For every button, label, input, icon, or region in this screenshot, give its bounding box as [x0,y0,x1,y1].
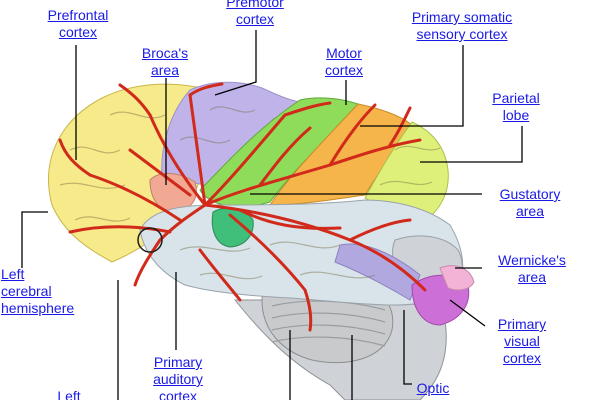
label-primary-somatic-sensory-cortex-line: Primary somatic [411,9,513,25]
label-left-bottom-line: Left [57,388,81,400]
gyrus-fold [109,111,166,119]
artery-origin-ring [137,227,163,253]
artery-branch [303,288,313,332]
leader-line [360,45,464,127]
leader-line [214,30,257,96]
label-primary-auditory-cortex-line: Primary [153,354,203,370]
artery-branch [158,203,207,242]
label-prefrontal-cortex-line: cortex [58,24,98,40]
artery-branch [128,148,192,197]
label-primary-visual-cortex-line: Primary [497,316,547,332]
label-primary-auditory-cortex-line: auditory [153,371,203,387]
artery-branch [228,213,307,292]
visual-cortex-highlight [439,265,475,291]
label-left-cerebral-hemisphere-line: hemisphere [1,300,75,316]
label-motor-cortex-line: cortex [324,62,364,78]
leader-lines [21,30,523,400]
artery-branch [68,225,172,234]
artery-branch [118,83,152,117]
gyrus-fold [69,146,121,154]
artery-branch [328,103,377,167]
gyrus-fold [209,106,256,113]
gyrus-fold [379,180,433,186]
brain-regions [48,81,475,400]
artery-branch [198,248,242,302]
artery-branch [238,208,342,230]
label-premotor-cortex-line: Premotor [226,0,284,10]
leader-line [420,126,523,163]
label-left-cerebral-hemisphere-line: Left [1,266,25,282]
artery-branch [188,82,224,97]
leader-line [449,299,486,327]
artery-branch [388,106,412,147]
artery-branch [203,113,287,207]
artery-branch [88,173,182,222]
label-gustatory-area-line: area [515,203,545,219]
label-left-cerebral-hemisphere-line: cerebral [1,283,52,299]
cerebellum-fold [271,336,386,347]
gyrus-fold [179,246,251,252]
label-primary-somatic-sensory-cortex-line: sensory cortex [416,26,508,42]
somatic-sensory-region [269,103,413,206]
label-wernickes-area-line: Wernicke's [498,252,566,268]
cerebellum-fold [271,324,386,335]
gyrus-fold [299,271,376,279]
label-optic[interactable]: Optic [408,380,458,397]
artery-network [58,82,427,332]
label-prefrontal-cortex-line: Prefrontal [47,7,109,23]
gyrus-fold [394,145,441,151]
label-parietal-lobe-line: Parietal [492,90,540,106]
artery-branch [188,93,207,207]
label-brocas-area-line: Broca's [141,45,189,61]
label-primary-visual-cortex-line: cortex [502,350,542,366]
artery-branch [258,126,312,187]
label-parietal-lobe-line: lobe [502,107,530,123]
label-primary-visual-cortex-line: visual [504,333,540,349]
artery-branch [133,238,162,287]
label-primary-auditory-cortex-line: cortex [158,388,198,400]
artery-branch [58,138,92,177]
label-premotor-cortex-line: cortex [235,11,275,27]
artery-branch [348,218,412,242]
gyrus-fold [179,136,231,144]
leader-line [21,211,48,268]
gyrus-fold [269,241,341,249]
gyrus-fold [74,216,131,222]
cerebellum-fold [271,312,386,323]
leader-line [403,310,412,385]
gyrus-fold [199,272,263,280]
label-left-bottom[interactable]: Left [44,388,94,400]
label-gustatory-area-line: Gustatory [499,186,561,202]
label-wernickes-area-line: area [517,269,547,285]
label-optic-line: Optic [416,380,450,396]
artery-branch [148,113,207,207]
broca-region [149,173,197,213]
label-brocas-area-line: area [150,62,180,78]
artery-branch [283,101,332,117]
label-motor-cortex-line: Motor [326,45,362,61]
